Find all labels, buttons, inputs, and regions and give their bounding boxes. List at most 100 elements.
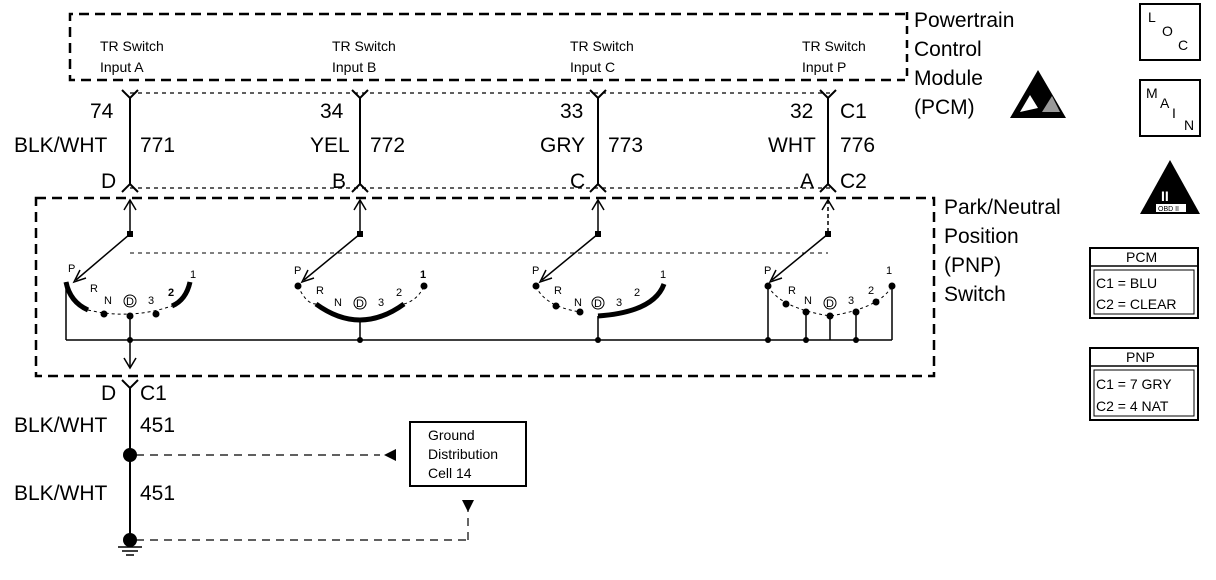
wire-color-yel: YEL xyxy=(310,134,350,157)
ground-symbol-icon xyxy=(118,546,142,556)
svg-text:II: II xyxy=(1161,188,1169,204)
svg-text:Park/Neutral: Park/Neutral xyxy=(944,196,1061,219)
pnp-connector-legend: PNP C1 = 7 GRY C2 = 4 NAT xyxy=(1089,347,1199,421)
svg-text:C2 = 4 NAT: C2 = 4 NAT xyxy=(1096,398,1169,414)
circuit-773: 773 xyxy=(608,134,643,157)
ground-wire-upper-circuit: 451 xyxy=(140,414,175,437)
ground-wire-lower-color: BLK/WHT xyxy=(14,482,108,505)
svg-text:C2 = CLEAR: C2 = CLEAR xyxy=(1096,296,1177,312)
ground-wire-451 xyxy=(121,340,139,547)
svg-text:(PNP): (PNP) xyxy=(944,254,1001,277)
pos-2-b: 2 xyxy=(396,287,402,299)
pos-r-b: R xyxy=(316,285,324,297)
pos-p-b: P xyxy=(294,265,301,277)
pin-32: 32 xyxy=(790,100,813,123)
svg-text:(PCM): (PCM) xyxy=(914,96,975,119)
pos-n-p: N xyxy=(804,295,812,307)
ground-wire-upper-color: BLK/WHT xyxy=(14,414,108,437)
svg-text:I: I xyxy=(1172,105,1176,121)
tr-input-c-line1: TR Switch xyxy=(570,38,634,54)
pnp-output-connector-c1: C1 xyxy=(140,382,167,405)
pin-letter-d: D xyxy=(101,170,116,193)
pos-p-p: P xyxy=(764,265,771,277)
svg-text:O: O xyxy=(1162,23,1173,39)
pos-n-b: N xyxy=(334,297,342,309)
pcm-label: Powertrain Control Module (PCM) xyxy=(914,9,1014,119)
pos-3-b: 3 xyxy=(378,297,384,309)
pos-2-a: 2 xyxy=(168,287,174,299)
tr-input-p-line1: TR Switch xyxy=(802,38,866,54)
pin-letter-b: B xyxy=(332,170,346,193)
svg-text:Distribution: Distribution xyxy=(428,446,498,462)
svg-text:PCM: PCM xyxy=(1126,249,1157,265)
svg-text:Cell 14: Cell 14 xyxy=(428,465,472,481)
ground-distribution-box xyxy=(409,421,527,487)
pos-3-c: 3 xyxy=(616,297,622,309)
pos-p-a: P xyxy=(68,263,75,275)
tr-input-a-line2: Input A xyxy=(100,59,144,75)
pos-p-c: P xyxy=(532,265,539,277)
svg-text:A: A xyxy=(1160,95,1170,111)
svg-text:M: M xyxy=(1146,85,1158,101)
pos-n-c: N xyxy=(574,297,582,309)
circuit-772: 772 xyxy=(370,134,405,157)
switch-section-p: P R N D 3 2 1 xyxy=(764,198,896,340)
svg-text:PNP: PNP xyxy=(1126,349,1155,365)
tr-input-b-line2: Input B xyxy=(332,59,376,75)
pos-d-p: D xyxy=(826,298,834,310)
svg-text:C: C xyxy=(1178,37,1188,53)
pnp-common-bus xyxy=(65,282,892,343)
svg-text:Module: Module xyxy=(914,67,983,90)
svg-text:N: N xyxy=(1184,117,1194,133)
pnp-switch-label: Park/Neutral Position (PNP) Switch xyxy=(944,196,1061,306)
tr-input-c-line2: Input C xyxy=(570,59,615,75)
obd-ii-icon: II OBD II xyxy=(1140,160,1200,214)
circuit-771: 771 xyxy=(140,134,175,157)
main-icon: M A I N xyxy=(1139,79,1201,137)
wire-776 xyxy=(819,89,837,193)
pos-1-b: 1 xyxy=(420,269,426,281)
pos-2-c: 2 xyxy=(634,287,640,299)
ground-wire-lower-circuit: 451 xyxy=(140,482,175,505)
pin-letter-a: A xyxy=(800,170,814,193)
wire-color-blk-wht-771: BLK/WHT xyxy=(14,134,108,157)
pos-1-p: 1 xyxy=(886,265,892,277)
pnp-switch-box-outline xyxy=(34,196,936,378)
svg-text:C1 = 7 GRY: C1 = 7 GRY xyxy=(1096,376,1172,392)
ground-ref-arrow-left xyxy=(384,449,396,461)
pos-d-b: D xyxy=(356,298,364,310)
pos-1-a: 1 xyxy=(190,269,196,281)
svg-text:OBD II: OBD II xyxy=(1158,206,1179,213)
pos-d-a: D xyxy=(126,296,134,308)
wire-color-gry: GRY xyxy=(540,134,585,157)
tr-input-p-line2: Input P xyxy=(802,59,846,75)
pos-n-a: N xyxy=(104,295,112,307)
pcm-connector-legend: PCM C1 = BLU C2 = CLEAR xyxy=(1089,247,1199,319)
svg-text:L: L xyxy=(1148,9,1156,25)
pos-r-p: R xyxy=(788,285,796,297)
svg-text:Control: Control xyxy=(914,38,982,61)
pcm-box-outline xyxy=(68,12,905,82)
wire-color-wht: WHT xyxy=(768,134,816,157)
switch-section-c: P R N D 3 2 1 xyxy=(532,198,667,319)
wire-773 xyxy=(589,89,607,193)
pnp-output-letter-d: D xyxy=(101,382,116,405)
connector-c2-label: C2 xyxy=(840,170,867,193)
pos-r-c: R xyxy=(554,285,562,297)
pin-33: 33 xyxy=(560,100,583,123)
svg-text:Powertrain: Powertrain xyxy=(914,9,1014,32)
esd-warning-icon xyxy=(1010,70,1066,118)
pin-74: 74 xyxy=(90,100,114,123)
pos-d-c: D xyxy=(594,298,602,310)
wire-772 xyxy=(351,89,369,193)
tr-input-b-line1: TR Switch xyxy=(332,38,396,54)
pos-r-a: R xyxy=(90,283,98,295)
tr-input-a-line1: TR Switch xyxy=(100,38,164,54)
svg-text:Position: Position xyxy=(944,225,1019,248)
svg-text:Switch: Switch xyxy=(944,283,1006,306)
circuit-776: 776 xyxy=(840,134,875,157)
svg-text:Ground: Ground xyxy=(428,427,475,443)
pin-letter-c: C xyxy=(570,170,585,193)
connector-c1-label: C1 xyxy=(840,100,867,123)
pos-3-a: 3 xyxy=(148,295,154,307)
